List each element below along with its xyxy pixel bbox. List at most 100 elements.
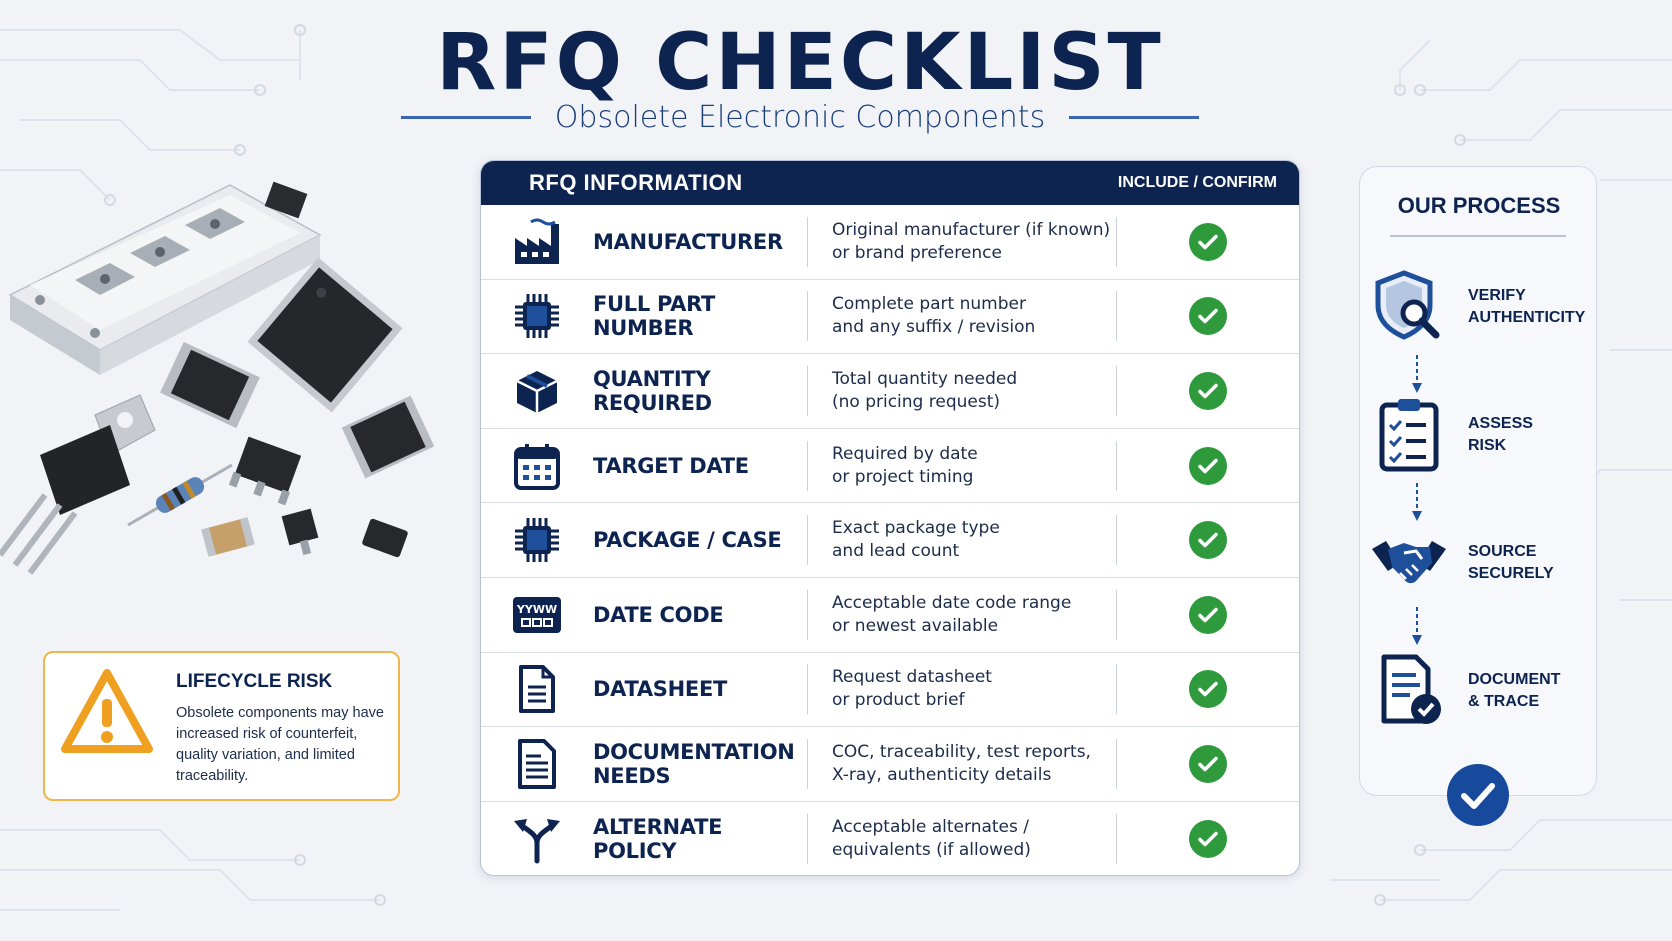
row-label: QUANTITY REQUIRED (593, 366, 712, 415)
process-step-source-line1: SOURCE (1468, 543, 1537, 560)
row-include-confirm (1117, 222, 1299, 261)
row-divider (807, 291, 808, 342)
row-divider (807, 589, 808, 640)
row-divider (807, 515, 808, 566)
row-divider (807, 365, 808, 416)
process-step-assess: ASSESS RISK (1360, 395, 1598, 475)
process-step-document-label: DOCUMENT & TRACE (1468, 669, 1593, 713)
row-description-line2: (no pricing request) (832, 391, 1001, 412)
row-divider (1116, 814, 1117, 865)
our-process-panel: OUR PROCESS VERIFY AUTHENTICITY ASSESS R… (1359, 166, 1597, 796)
process-step-document: DOCUMENT & TRACE (1360, 651, 1598, 731)
warning-icon (61, 669, 153, 753)
row-description-line2: and lead count (832, 541, 960, 562)
row-divider (1116, 440, 1117, 491)
row-description-line1: Request datasheet (832, 667, 992, 688)
row-description-line2: or newest available (832, 615, 999, 636)
row-label: TARGET DATE (593, 453, 749, 478)
subtitle-divider-left (400, 116, 531, 119)
row-description-line2: or product brief (832, 690, 965, 711)
process-title: OUR PROCESS (1397, 193, 1561, 218)
factory-icon (481, 216, 593, 268)
table-row-quantity-required: QUANTITY REQUIRED Total quantity needed(n… (481, 354, 1299, 429)
row-divider (807, 440, 808, 491)
check-icon (1189, 222, 1227, 261)
check-icon (1189, 670, 1227, 709)
check-icon (1189, 820, 1227, 859)
row-description-line1: Required by date (832, 443, 978, 464)
chip-icon (481, 514, 593, 566)
document-lines-icon (481, 738, 593, 790)
check-icon (1189, 446, 1227, 485)
soic-right-illustration (341, 395, 435, 479)
table-header-include-confirm: INCLUDE / CONFIRM (1117, 174, 1277, 191)
process-step-assess-line2: RISK (1468, 437, 1507, 454)
row-description-line2: and any suffix / revision (832, 317, 1036, 338)
row-description-line2: equivalents (if allowed) (832, 840, 1031, 861)
row-include-confirm (1117, 297, 1299, 336)
shield-search-icon (1375, 270, 1440, 340)
document-check-icon (1381, 654, 1441, 724)
subtitle-divider-right (1069, 116, 1200, 119)
small-sot-illustration (281, 508, 319, 556)
row-include-confirm (1117, 744, 1299, 783)
process-step-document-line2: & TRACE (1468, 693, 1540, 710)
process-arrow-1 (1412, 355, 1422, 393)
row-divider (807, 814, 808, 865)
row-label: PACKAGE / CASE (593, 528, 782, 553)
row-divider (1116, 738, 1117, 789)
table-header: RFQ INFORMATION INCLUDE / CONFIRM (481, 161, 1299, 205)
calendar-icon (481, 440, 593, 492)
process-step-verify: VERIFY AUTHENTICITY (1360, 267, 1598, 347)
row-label: MANUFACTURER (593, 229, 783, 254)
row-divider (1116, 664, 1117, 715)
page-title: RFQ CHECKLIST (436, 18, 1164, 108)
subtitle-row: Obsolete Electronic Components (0, 100, 1600, 135)
process-arrow-2 (1412, 483, 1422, 521)
row-description-line1: Complete part number (832, 294, 1026, 315)
process-title-divider (1390, 235, 1566, 237)
process-step-source: SOURCE SECURELY (1360, 523, 1598, 603)
row-include-confirm (1117, 670, 1299, 709)
lifecycle-risk-text: Obsolete components may have increased r… (176, 705, 384, 784)
row-divider (807, 664, 808, 715)
process-step-document-line1: DOCUMENT (1468, 671, 1561, 688)
row-divider (1116, 216, 1117, 267)
row-description-line1: COC, traceability, test reports, (832, 741, 1091, 762)
process-step-assess-line1: ASSESS (1468, 415, 1533, 432)
date-code-icon: YYWW (481, 589, 593, 641)
process-step-verify-label: VERIFY AUTHENTICITY (1468, 285, 1593, 329)
sot-chip-illustration (228, 436, 302, 506)
box-icon (481, 365, 593, 417)
document-icon (481, 663, 593, 715)
split-arrow-icon (481, 813, 593, 865)
row-description: Acceptable alternates /equivalents (if a… (808, 816, 1116, 862)
row-label: DATASHEET (593, 677, 728, 702)
chip-icon (481, 290, 593, 342)
smd-diode-illustration (362, 518, 408, 558)
soic-chip-illustration (160, 341, 260, 429)
row-divider (1116, 365, 1117, 416)
lifecycle-risk-callout: LIFECYCLE RISK Obsolete components may h… (43, 651, 400, 801)
row-description: COC, traceability, test reports,X-ray, a… (808, 741, 1116, 787)
row-description-line1: Total quantity needed (832, 368, 1018, 389)
process-arrow-3 (1412, 607, 1422, 645)
qfp-chip-illustration (247, 257, 403, 413)
check-icon (1189, 297, 1227, 336)
process-step-verify-line2: AUTHENTICITY (1468, 309, 1586, 326)
process-complete-check-icon (1447, 764, 1509, 826)
process-step-assess-label: ASSESS RISK (1468, 413, 1593, 457)
table-header-rfq-information: RFQ INFORMATION (529, 170, 743, 195)
